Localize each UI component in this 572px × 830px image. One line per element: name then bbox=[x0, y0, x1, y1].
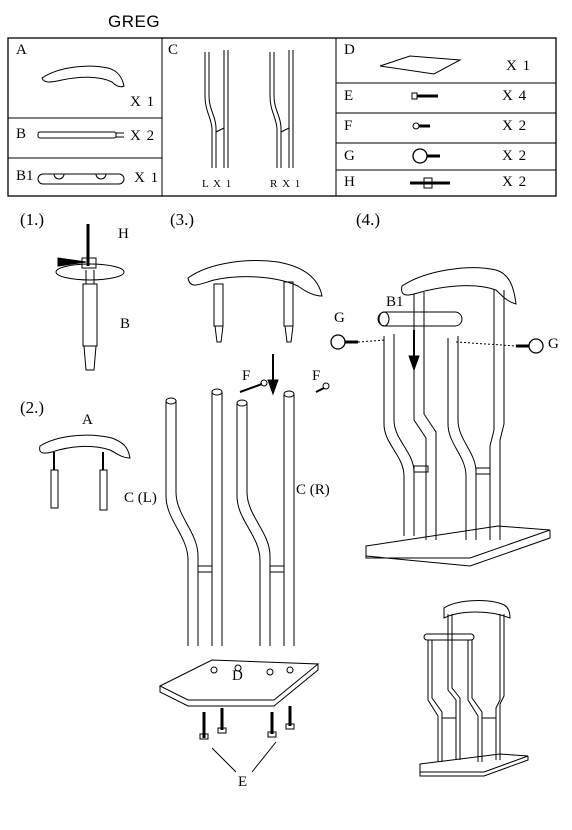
part-a-qty: X 1 bbox=[130, 94, 156, 110]
step2-number: (2.) bbox=[20, 398, 45, 417]
step3-e-screws bbox=[199, 706, 295, 740]
step3-illustration bbox=[158, 260, 330, 773]
step1-illustration bbox=[55, 224, 125, 371]
step4-illustration bbox=[330, 267, 551, 567]
step3-number: (3.) bbox=[170, 210, 195, 229]
step1-callout-b: B bbox=[120, 316, 131, 332]
part-d-base-icon bbox=[379, 55, 462, 75]
step3-f-bolt-left bbox=[239, 379, 268, 393]
part-b1-label: B1 bbox=[16, 168, 34, 184]
part-a-hanger-icon bbox=[41, 65, 125, 88]
part-c-left-qty: L X 1 bbox=[202, 178, 233, 190]
document-title: GREG bbox=[108, 12, 161, 31]
part-g-qty: X 2 bbox=[502, 148, 528, 164]
final-assembly-illustration bbox=[419, 600, 529, 777]
part-b1-qty: X 1 bbox=[134, 170, 160, 186]
step4-callout-g-left: G bbox=[334, 310, 345, 326]
step2-callout-a: A bbox=[82, 412, 93, 428]
part-h-qty: X 2 bbox=[502, 174, 528, 190]
step3-callout-c-right: C (R) bbox=[296, 482, 330, 498]
part-e-label: E bbox=[344, 88, 354, 104]
step2-illustration bbox=[39, 434, 131, 511]
step1-callout-h: H bbox=[118, 226, 129, 242]
part-d-label: D bbox=[344, 42, 355, 58]
part-b-qty: X 2 bbox=[130, 128, 156, 144]
step3-f-bolt-right bbox=[315, 382, 330, 393]
step4-g-knob-right bbox=[455, 338, 544, 354]
part-g-knob-icon bbox=[412, 148, 440, 164]
step4-number: (4.) bbox=[356, 210, 381, 229]
step3-callout-d: D bbox=[232, 668, 243, 684]
part-f-bolt-icon bbox=[412, 122, 430, 130]
step3-callout-e: E bbox=[238, 774, 248, 790]
part-d-qty: X 1 bbox=[506, 58, 532, 74]
part-b-label: B bbox=[16, 126, 27, 142]
step1-number: (1.) bbox=[20, 210, 45, 229]
part-f-qty: X 2 bbox=[502, 118, 528, 134]
step4-callout-g-right: G bbox=[548, 336, 559, 352]
part-h-connector-icon bbox=[410, 177, 450, 189]
part-f-label: F bbox=[344, 118, 353, 134]
part-c-left-frame-icon bbox=[204, 50, 229, 168]
part-e-screw-icon bbox=[411, 92, 438, 100]
step3-callout-c-left: C (L) bbox=[124, 490, 157, 506]
parts-table bbox=[7, 37, 557, 197]
part-h-label: H bbox=[344, 174, 355, 190]
part-c-right-qty: R X 1 bbox=[270, 178, 302, 190]
part-c-right-frame-icon bbox=[269, 50, 294, 168]
part-c-label: C bbox=[168, 42, 179, 58]
step4-g-knob-left bbox=[330, 334, 387, 350]
part-e-qty: X 4 bbox=[502, 88, 528, 104]
step3-callout-f-left: F bbox=[242, 368, 251, 384]
part-b-rod-icon bbox=[37, 131, 124, 139]
part-b1-crossbar-icon bbox=[37, 173, 125, 185]
step3-callout-f-right: F bbox=[312, 368, 321, 384]
part-a-label: A bbox=[16, 42, 27, 58]
part-g-label: G bbox=[344, 148, 355, 164]
step4-callout-b1: B1 bbox=[386, 294, 404, 310]
